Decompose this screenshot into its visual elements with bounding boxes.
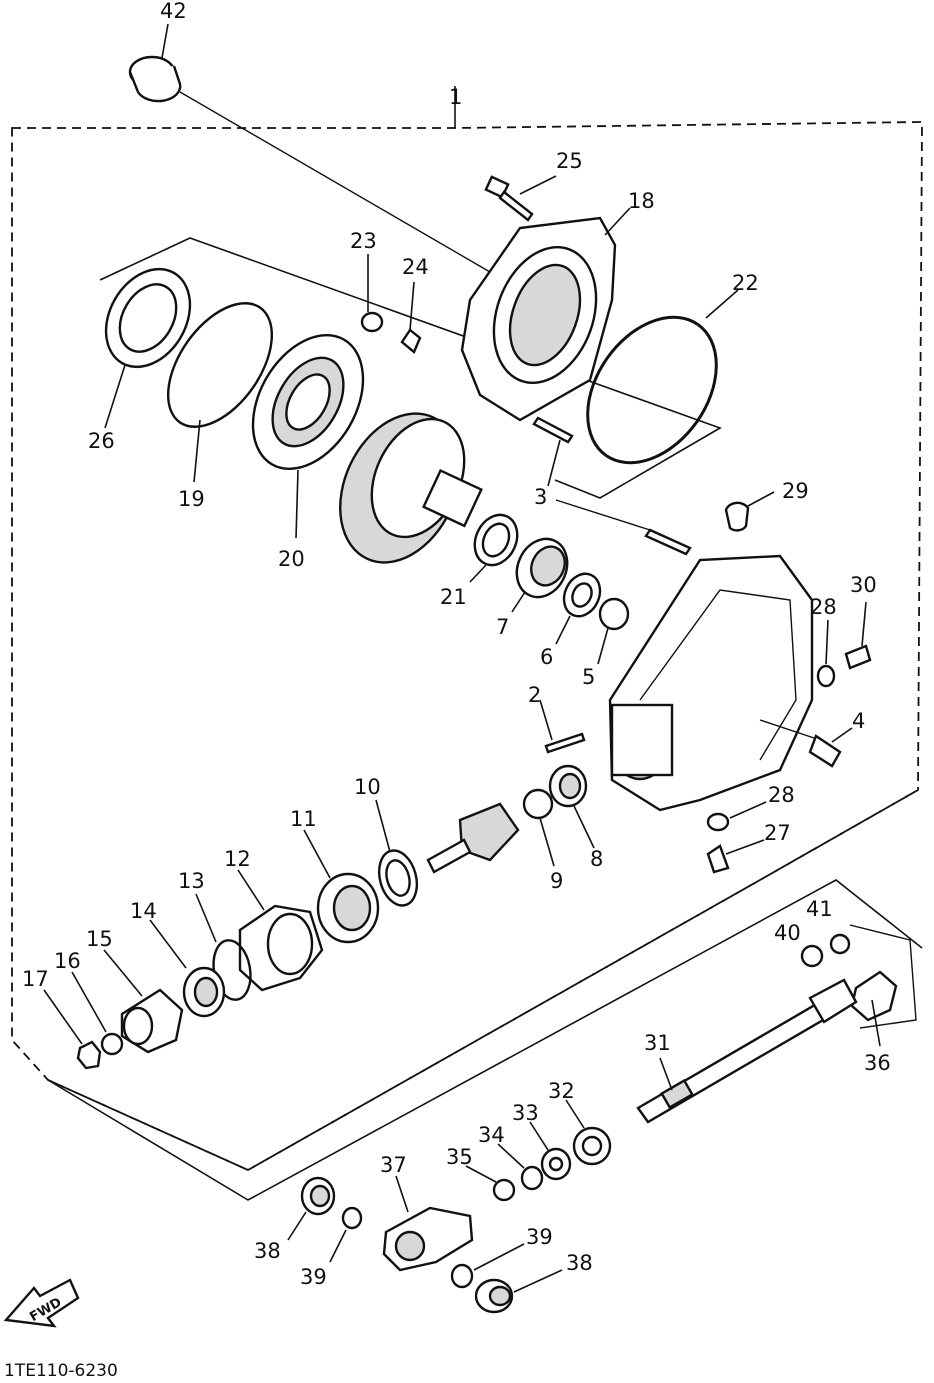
callout-4: 4: [852, 709, 865, 733]
part-6-ring: [555, 572, 602, 645]
part-27-bolt: [706, 839, 765, 874]
callout-26: 26: [88, 429, 115, 453]
part-10-shim: [375, 799, 419, 907]
callout-18: 18: [628, 189, 655, 213]
callout-30: 30: [850, 573, 877, 597]
part-11-bearing: [303, 829, 380, 944]
part-17-nut: [43, 989, 102, 1070]
callout-28-lower: 28: [768, 783, 795, 807]
callout-35: 35: [446, 1145, 473, 1169]
callout-40: 40: [774, 921, 801, 945]
callout-27: 27: [764, 821, 791, 845]
callout-34: 34: [478, 1123, 505, 1147]
callout-24: 24: [402, 255, 429, 279]
part-33-washer: [529, 1121, 572, 1181]
callout-38-left: 38: [254, 1239, 281, 1263]
part-28-washer-lower: [706, 801, 767, 832]
callout-8: 8: [590, 847, 603, 871]
part-23-nut: [360, 254, 384, 333]
callout-15: 15: [86, 927, 113, 951]
part-25-bolt: [484, 175, 557, 222]
callout-33: 33: [512, 1101, 539, 1125]
callout-5: 5: [582, 665, 595, 689]
part-39-ring-left: [329, 1206, 363, 1263]
part-38-bearing-right: [474, 1269, 563, 1314]
part-36-boot: [849, 924, 917, 1047]
part-35-bushing: [465, 1165, 516, 1202]
callout-13: 13: [178, 869, 205, 893]
callout-28-upper: 28: [810, 595, 837, 619]
part-34-circlip: [497, 1143, 544, 1191]
part-12-bearing-housing: [237, 869, 324, 992]
ring-gear: [339, 412, 483, 564]
part-40-nut: [800, 944, 824, 968]
callout-31: 31: [644, 1031, 671, 1055]
callout-37: 37: [380, 1153, 407, 1177]
part-41-washer: [829, 933, 851, 955]
callout-23: 23: [350, 229, 377, 253]
part-2-stud: [539, 699, 586, 754]
callout-25: 25: [556, 149, 583, 173]
callout-22: 22: [732, 271, 759, 295]
callout-19: 19: [178, 487, 205, 511]
part-8-bearing: [548, 764, 595, 849]
callout-labels: 1 2 3 4 5 6 7 8 9 10 11 12 13 14 15 16 1…: [22, 0, 891, 1289]
callout-1: 1: [449, 85, 462, 109]
part-29-cap: [724, 491, 775, 532]
part-9-collar: [522, 788, 555, 867]
part-24-bolt: [400, 281, 422, 354]
callout-10: 10: [354, 775, 381, 799]
part-37-universal-joint: [382, 1175, 474, 1272]
pinion-gear: [426, 802, 520, 874]
callout-11: 11: [290, 807, 317, 831]
part-20-bearing: [251, 333, 365, 539]
part-32-seal: [565, 1099, 612, 1166]
final-drive-case: [608, 554, 814, 812]
part-19-circlip: [166, 302, 274, 483]
callout-32: 32: [548, 1079, 575, 1103]
part-31-drive-shaft: [636, 978, 858, 1124]
diagram-code: 1TE110-6230: [4, 1361, 118, 1381]
callout-12: 12: [224, 847, 251, 871]
callout-39-left: 39: [300, 1265, 327, 1289]
part-30-bolt: [844, 601, 872, 670]
callout-20: 20: [278, 547, 305, 571]
part-16-washer: [71, 971, 124, 1056]
part-38-bearing-left: [287, 1176, 336, 1241]
callout-3: 3: [534, 485, 547, 509]
part-42-sleeve: [128, 23, 491, 273]
assembly-boundary: [11, 86, 923, 1201]
part-3-stud: [532, 416, 692, 556]
fwd-arrow-icon: FWD: [3, 1278, 80, 1328]
part-7-bearing: [511, 537, 569, 613]
callout-14: 14: [130, 899, 157, 923]
callout-2: 2: [528, 683, 541, 707]
callout-21: 21: [440, 585, 467, 609]
part-26-oil-seal: [104, 267, 192, 429]
callout-9: 9: [550, 869, 563, 893]
part-4-plug: [759, 719, 853, 768]
part-18-cover: [460, 207, 631, 422]
callout-36: 36: [864, 1051, 891, 1075]
callout-6: 6: [540, 645, 553, 669]
part-15-coupling: [103, 949, 184, 1054]
callout-39-right: 39: [526, 1225, 553, 1249]
part-39-ring-right: [450, 1243, 525, 1289]
callout-41: 41: [806, 897, 833, 921]
callout-17: 17: [22, 967, 49, 991]
callout-7: 7: [496, 615, 509, 639]
part-5-collar: [597, 597, 630, 665]
callout-16: 16: [54, 949, 81, 973]
callout-29: 29: [782, 479, 809, 503]
part-14-oil-seal: [149, 919, 226, 1018]
callout-38-right: 38: [566, 1251, 593, 1275]
part-21-shim: [469, 513, 519, 583]
part-28-washer-upper: [816, 619, 836, 688]
callout-42: 42: [160, 0, 187, 23]
part-22-o-ring: [586, 289, 739, 465]
